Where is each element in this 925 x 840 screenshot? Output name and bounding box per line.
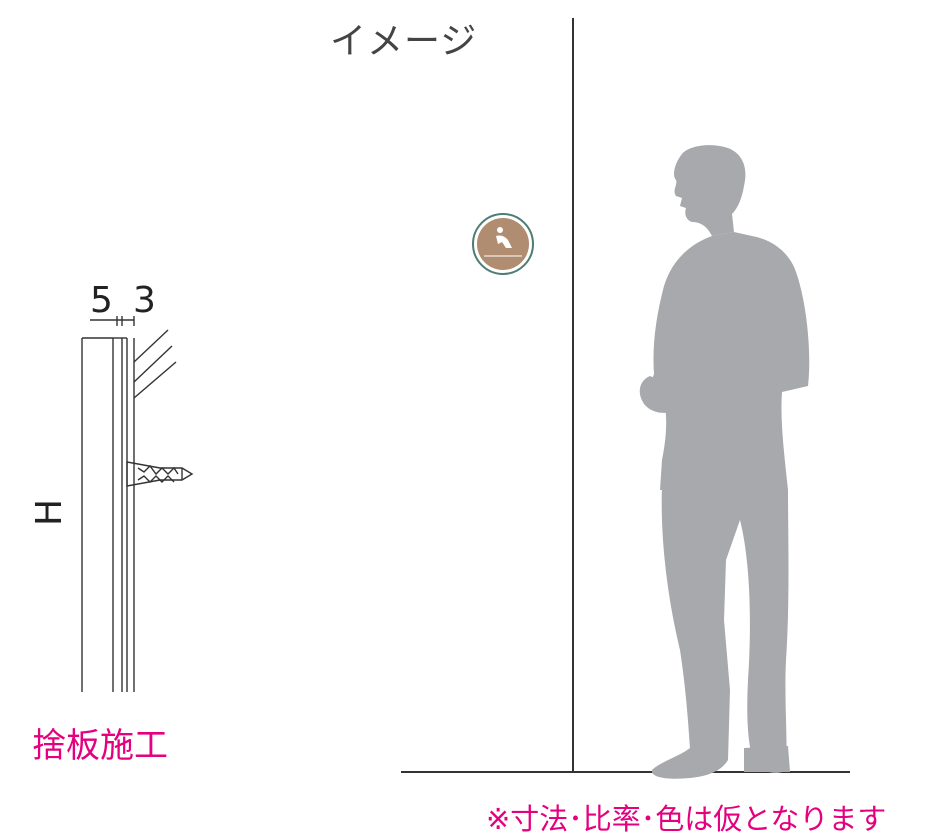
wall-hatch (133, 329, 169, 363)
person-silhouette (639, 145, 810, 779)
wall-hatch (133, 345, 173, 383)
nursing-room-icon (496, 227, 512, 248)
dimension-label-3: 3 (133, 280, 156, 321)
wall-hatch (133, 361, 177, 399)
installation-method-label: 捨板施工 (32, 726, 168, 766)
round-sign (472, 213, 534, 275)
footnote: ※寸法･比率･色は仮となります (486, 802, 887, 836)
page-title: イメージ (330, 21, 478, 62)
anchor-plug (126, 461, 194, 487)
section-detail (81, 316, 194, 692)
dimension-label-5: 5 (90, 280, 113, 321)
